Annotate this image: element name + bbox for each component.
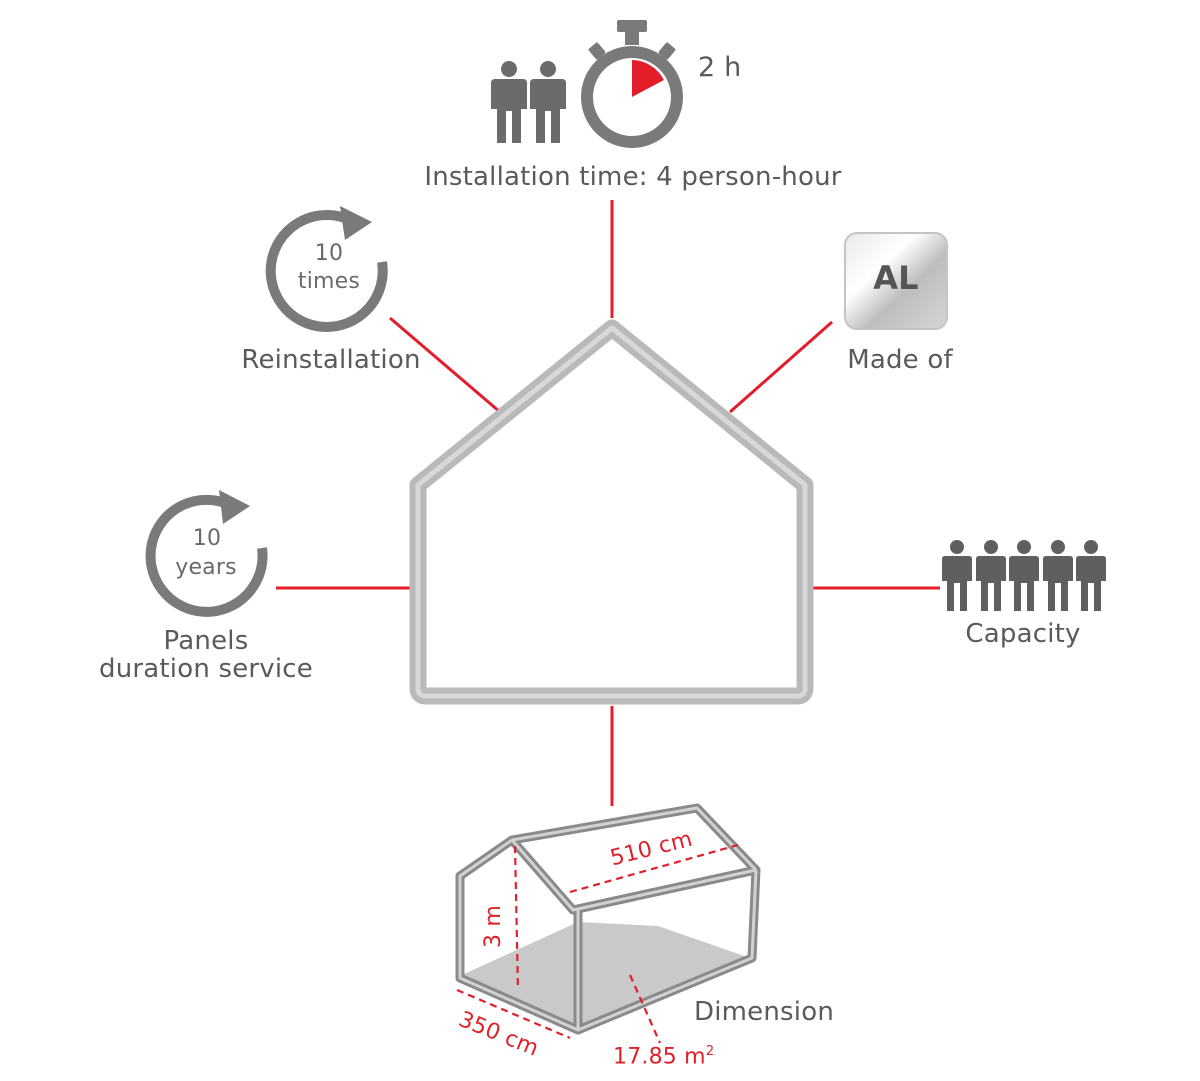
circular-arrow-icon [265,206,388,332]
dimension-area-value: 17.85 m [613,1044,706,1070]
dimension-area: 17.85 m2 [613,1044,715,1070]
dimension-house-3d [455,803,761,1044]
dimension-height: 3 m [481,904,506,948]
panels-label-line1: Panels [163,626,249,656]
connector-lines [276,200,940,806]
capacity-people-icons [942,540,1106,611]
material-label: Made of [847,345,953,375]
installation-duration: 2 h [698,52,742,83]
capacity-label: Capacity [965,619,1081,649]
dimension-label: Dimension [694,997,835,1027]
connector-reinstallation [389,316,501,414]
installation-label: Installation time: 4 person-hour [424,162,842,192]
connector-material [729,320,833,414]
panels-label-line2: duration service [98,654,314,684]
aluminium-badge [844,232,948,330]
circular-arrow-icon [145,490,268,617]
dimension-area-exponent: 2 [705,1044,715,1059]
house-outline [409,319,814,705]
reinstallation-count-unit: times [297,269,361,294]
reinstallation-count-number: 10 [314,241,344,266]
panels-count-unit: years [175,555,237,580]
panels-count-number: 10 [192,526,222,551]
stopwatch-icon [581,20,683,148]
person-icon [491,61,566,143]
material-badge-text: AL [873,259,919,297]
reinstallation-label: Reinstallation [241,345,421,375]
